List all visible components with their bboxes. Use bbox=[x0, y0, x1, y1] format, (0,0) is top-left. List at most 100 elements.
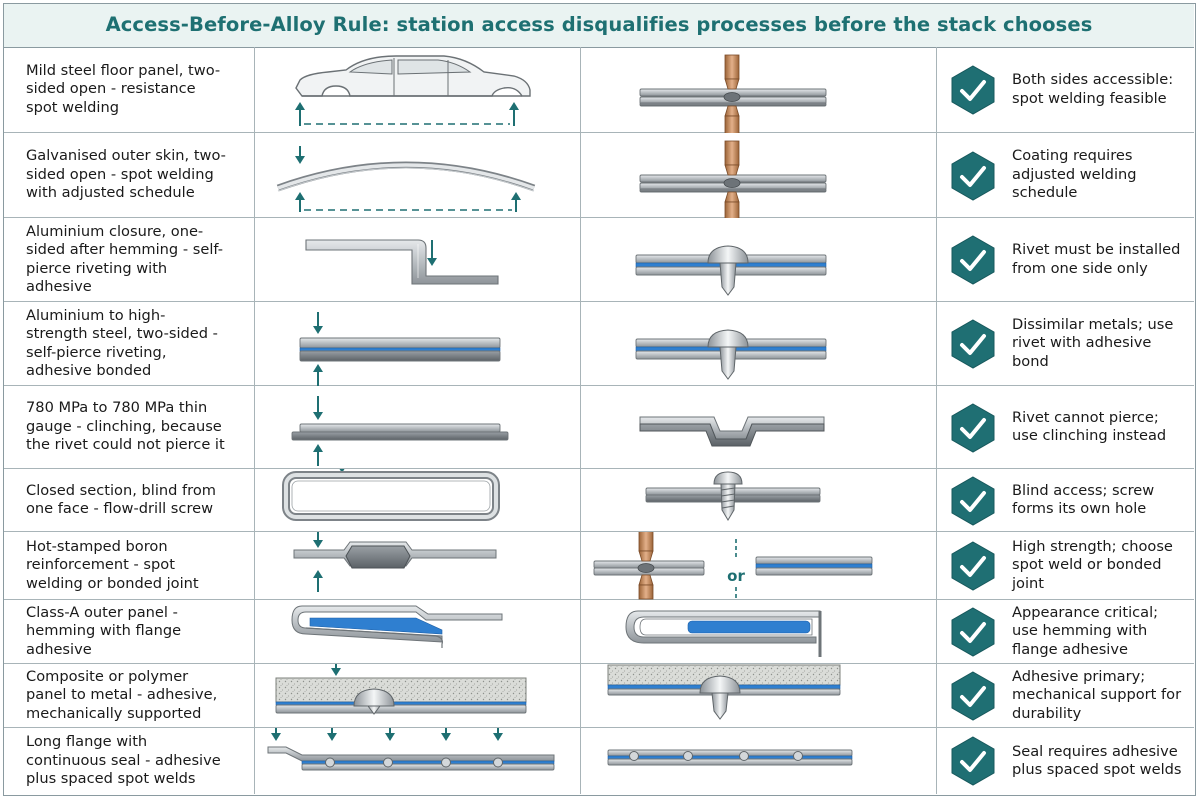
access-arrow-icon bbox=[493, 723, 503, 741]
access-arrow-icon bbox=[295, 102, 305, 126]
rivet-icon bbox=[707, 245, 749, 296]
access-arrow-icon bbox=[313, 570, 323, 592]
or-label: or bbox=[727, 567, 745, 585]
case-description: 780 MPa to 780 MPa thin gauge - clinchin… bbox=[26, 386, 226, 468]
electrode-icon bbox=[724, 191, 740, 226]
case-text: Class-A outer panel - hemming with flang… bbox=[26, 603, 182, 658]
access-arrow-icon bbox=[313, 312, 323, 334]
verdict: Rivet must be installed from one side on… bbox=[1012, 218, 1188, 301]
hexagon-check-icon bbox=[950, 541, 996, 591]
case-description: Mild steel floor panel, two-sided open -… bbox=[26, 47, 226, 132]
joint-cross-section bbox=[584, 664, 934, 727]
access-geometry-sketch bbox=[266, 461, 576, 531]
hexagon-check-icon bbox=[950, 476, 996, 526]
verdict: Rivet cannot pierce; use clinching inste… bbox=[1012, 386, 1188, 468]
case-text: Aluminium closure, one-sided after hemmi… bbox=[26, 222, 223, 296]
access-arrow-icon bbox=[313, 396, 323, 420]
access-geometry-svg bbox=[299, 312, 501, 386]
access-arrow-icon bbox=[313, 444, 323, 466]
verdict: Blind access; screw forms its own hole bbox=[1012, 469, 1188, 531]
verdict: Adhesive primary; mechanical support for… bbox=[1012, 664, 1188, 727]
table-row: Hot-stamped boron reinforcement - spot w… bbox=[4, 528, 1194, 600]
joint-cross-section bbox=[584, 302, 934, 385]
rivet-icon bbox=[699, 675, 741, 720]
case-description: Composite or polymer panel to metal - ad… bbox=[26, 664, 226, 727]
table-row: Composite or polymer panel to metal - ad… bbox=[4, 656, 1194, 728]
title-bar: Access-Before-Alloy Rule: station access… bbox=[4, 4, 1194, 48]
page-title: Access-Before-Alloy Rule: station access… bbox=[105, 13, 1093, 36]
access-arrow-icon bbox=[295, 146, 305, 164]
access-arrow-icon bbox=[271, 723, 281, 741]
case-description: Closed section, blind from one face - fl… bbox=[26, 469, 226, 531]
hexagon-check-icon bbox=[951, 541, 995, 591]
joint-cross-section-svg bbox=[639, 416, 825, 447]
joint-cross-section-svg bbox=[607, 749, 853, 766]
access-geometry-sketch bbox=[266, 528, 576, 599]
joint-cross-section-svg: or bbox=[593, 530, 873, 600]
verdict-text: Rivet cannot pierce; use clinching inste… bbox=[1012, 408, 1167, 445]
table-row: Long flange with continuous seal - adhes… bbox=[4, 723, 1194, 794]
case-text: Galvanised outer skin, two-sided open - … bbox=[26, 147, 226, 202]
joint-cross-section-svg bbox=[639, 54, 827, 140]
verdict: Both sides accessible: spot welding feas… bbox=[1012, 47, 1188, 132]
joint-cross-section bbox=[584, 218, 934, 301]
verdict-text: Coating requires adjusted welding schedu… bbox=[1012, 147, 1137, 202]
table-row: Galvanised outer skin, two-sided open - … bbox=[4, 133, 1194, 226]
hexagon-check-icon bbox=[950, 151, 996, 201]
access-geometry-sketch bbox=[266, 302, 576, 386]
case-text: 780 MPa to 780 MPa thin gauge - clinchin… bbox=[26, 399, 225, 454]
access-arrow-icon bbox=[427, 240, 437, 266]
case-description: Class-A outer panel - hemming with flang… bbox=[26, 600, 226, 663]
table-row: 780 MPa to 780 MPa thin gauge - clinchin… bbox=[4, 386, 1194, 469]
table-row: Aluminium to high-strength steel, two-si… bbox=[4, 302, 1194, 386]
column-divider bbox=[254, 47, 255, 794]
verdict: High strength; choose spot weld or bonde… bbox=[1012, 532, 1188, 599]
access-arrow-icon bbox=[313, 528, 323, 548]
joint-cross-section bbox=[584, 386, 934, 468]
access-geometry-svg bbox=[267, 723, 555, 771]
verdict-text: Seal requires adhesive plus spaced spot … bbox=[1012, 742, 1182, 779]
access-geometry-svg bbox=[305, 239, 499, 285]
access-arrow-icon bbox=[441, 723, 451, 741]
verdict-text: Both sides accessible: spot welding feas… bbox=[1012, 71, 1174, 107]
verdict: Coating requires adjusted welding schedu… bbox=[1012, 133, 1188, 217]
access-arrow-icon bbox=[331, 656, 341, 676]
rivet-icon bbox=[353, 688, 395, 715]
access-arrow-icon bbox=[511, 192, 521, 212]
access-arrow-icon bbox=[295, 192, 305, 212]
electrode-icon bbox=[724, 140, 740, 176]
case-text: Aluminium to high-strength steel, two-si… bbox=[26, 306, 218, 380]
case-description: Aluminium closure, one-sided after hemmi… bbox=[26, 218, 226, 301]
verdict-text: Adhesive primary; mechanical support for… bbox=[1012, 667, 1182, 722]
hexagon-check-icon bbox=[951, 607, 995, 657]
hexagon-check-icon bbox=[951, 403, 995, 453]
joint-cross-section-svg bbox=[635, 329, 827, 380]
comparison-sheet: Access-Before-Alloy Rule: station access… bbox=[3, 3, 1196, 796]
case-description: Long flange with continuous seal - adhes… bbox=[26, 728, 226, 794]
verdict-text: Rivet must be installed from one side on… bbox=[1012, 241, 1181, 277]
table-row: Class-A outer panel - hemming with flang… bbox=[4, 600, 1194, 664]
hexagon-check-icon bbox=[950, 65, 996, 115]
access-arrow-icon bbox=[509, 102, 519, 126]
hexagon-check-icon bbox=[951, 671, 995, 721]
hexagon-check-icon bbox=[950, 671, 996, 721]
joint-cross-section bbox=[584, 469, 934, 531]
column-divider bbox=[936, 47, 937, 794]
hexagon-check-icon bbox=[950, 235, 996, 285]
case-text: Hot-stamped boron reinforcement - spot w… bbox=[26, 537, 199, 592]
verdict-text: Blind access; screw forms its own hole bbox=[1012, 481, 1155, 518]
electrode-icon bbox=[638, 530, 654, 562]
electrode-icon bbox=[638, 574, 654, 600]
access-geometry-sketch bbox=[266, 600, 576, 663]
case-text: Composite or polymer panel to metal - ad… bbox=[26, 667, 218, 722]
joint-cross-section-svg bbox=[607, 664, 841, 720]
access-geometry-svg bbox=[276, 146, 536, 212]
access-geometry-svg bbox=[291, 396, 509, 466]
flow-drill-screw-icon bbox=[713, 471, 743, 521]
hexagon-check-icon bbox=[951, 151, 995, 201]
joint-cross-section bbox=[584, 728, 934, 794]
case-text: Mild steel floor panel, two-sided open -… bbox=[26, 61, 221, 116]
access-geometry-svg bbox=[291, 605, 503, 648]
hexagon-check-icon bbox=[951, 476, 995, 526]
case-description: Hot-stamped boron reinforcement - spot w… bbox=[26, 532, 226, 599]
